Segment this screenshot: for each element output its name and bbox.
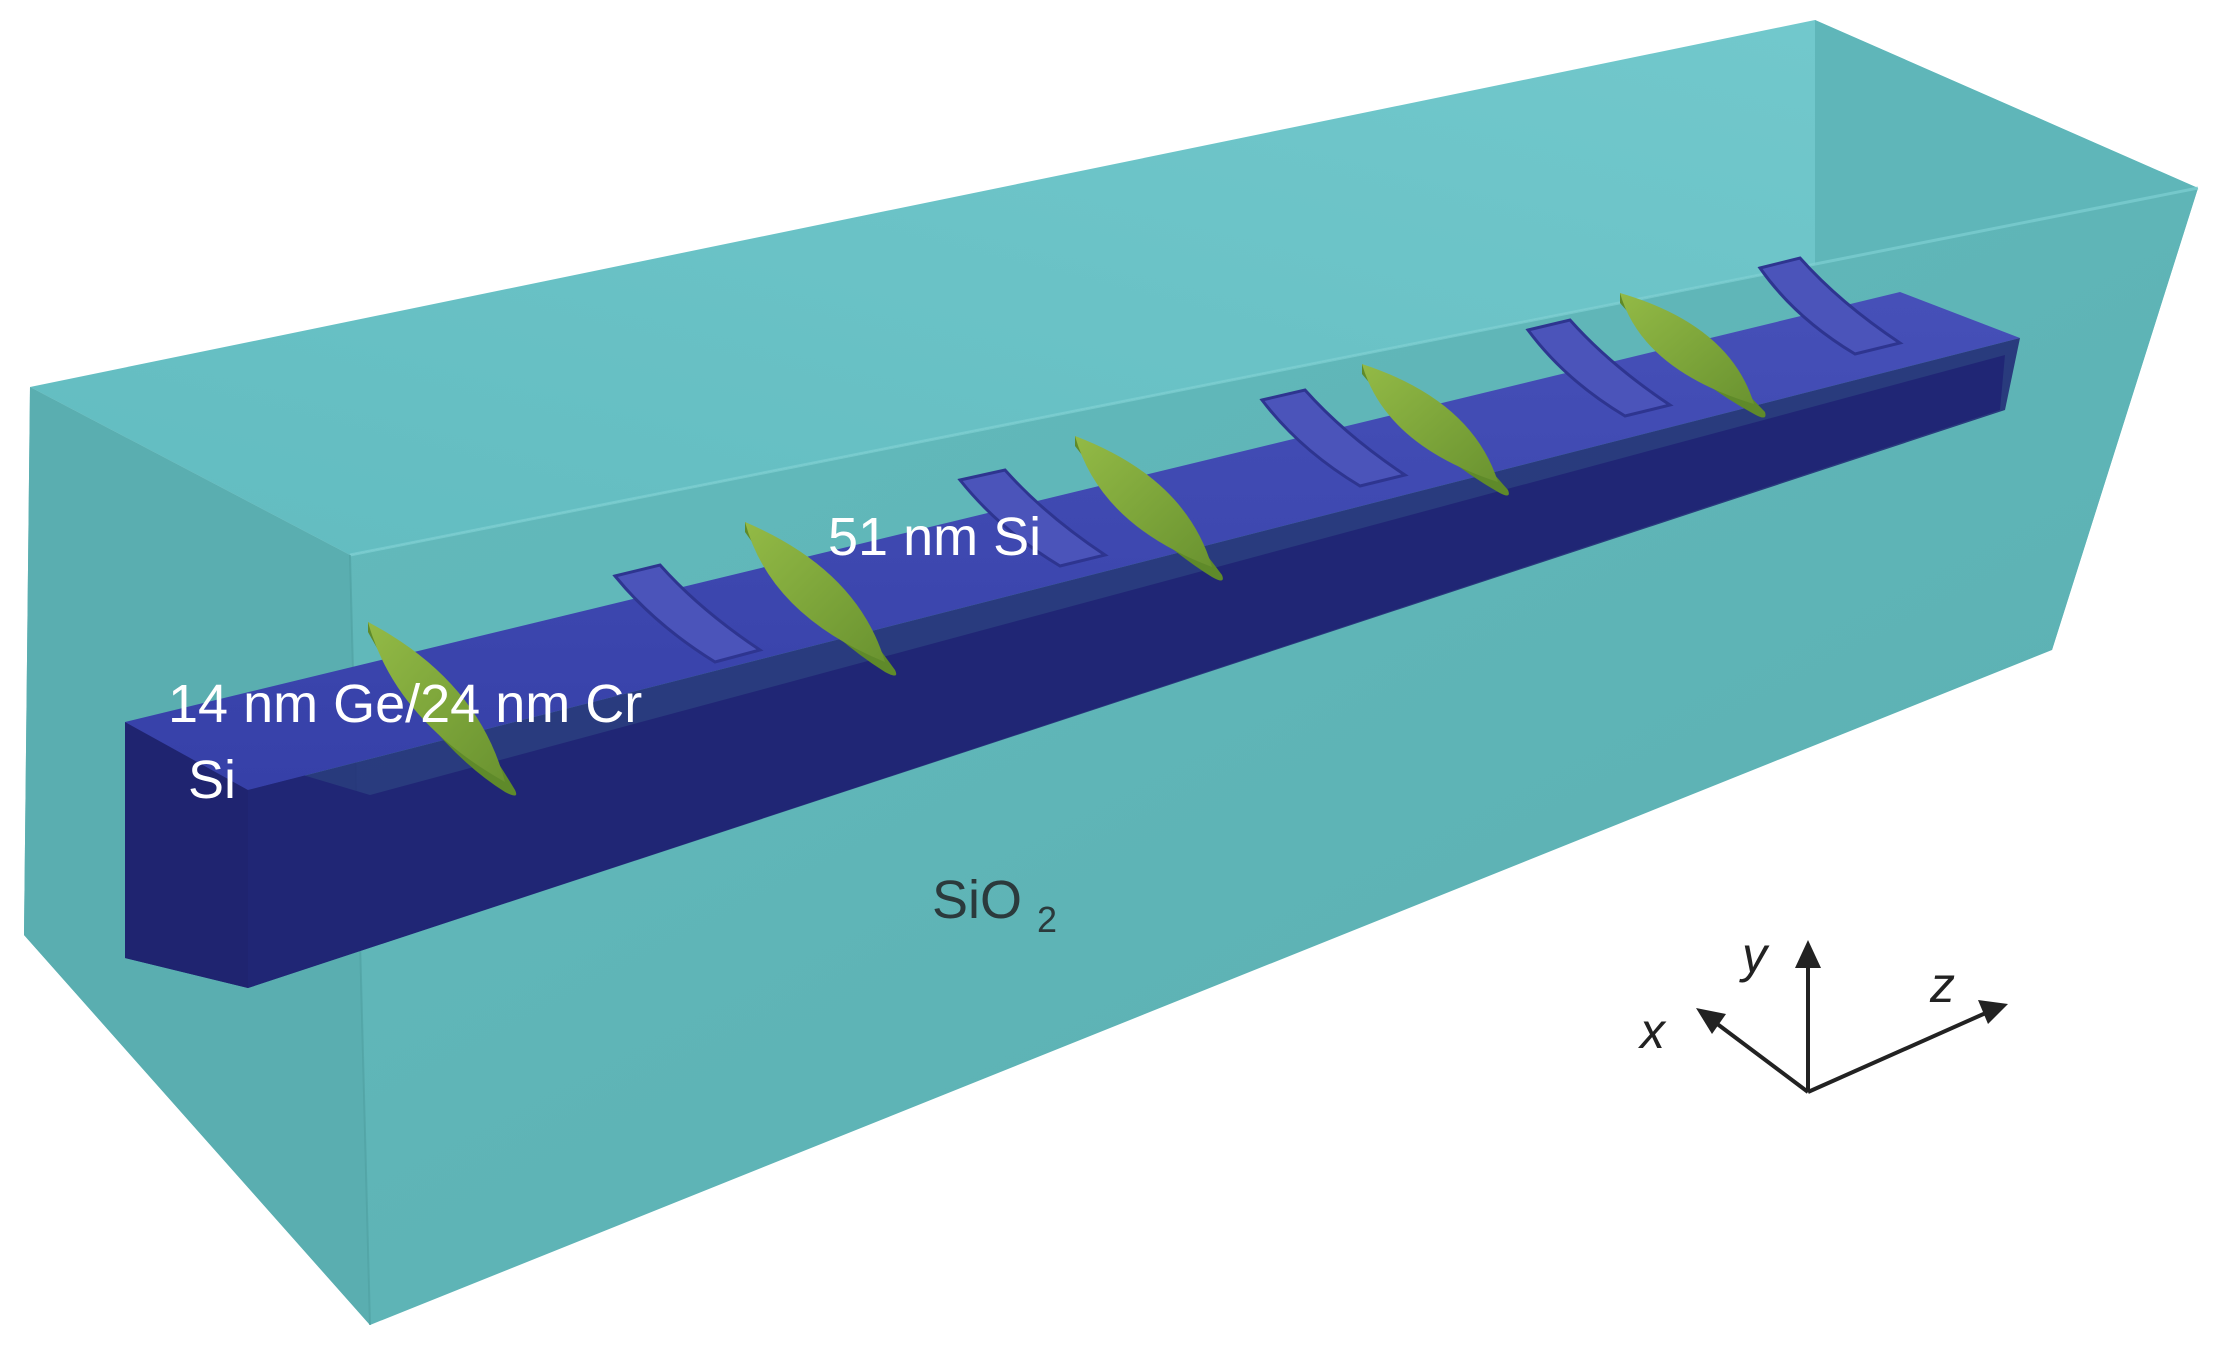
antenna xyxy=(368,622,517,796)
grating-tooth xyxy=(1757,256,1904,356)
coordinate-axes xyxy=(1696,940,2008,1094)
grating-tooth xyxy=(612,563,764,664)
label-si: Si xyxy=(188,750,236,810)
axis-label-z: z xyxy=(1929,957,1955,1013)
antenna xyxy=(1620,293,1766,418)
cladding-top-face xyxy=(30,20,2198,555)
ge-cr-antennas xyxy=(368,293,1766,796)
waveguide-end-face xyxy=(125,722,248,988)
label-sio2: SiO 2 xyxy=(932,870,1057,940)
axis-label-x: x xyxy=(1638,1003,1667,1059)
label-sio2-base: SiO xyxy=(932,870,1022,930)
label-sio2-subscript: 2 xyxy=(1037,899,1057,940)
antenna xyxy=(1362,364,1509,496)
grating-tooth xyxy=(957,468,1109,568)
antenna xyxy=(1075,436,1223,581)
axis-label-y: y xyxy=(1739,927,1770,983)
grating-tooth xyxy=(1259,388,1409,488)
grating-tooth xyxy=(1525,318,1674,418)
label-top-si: 51 nm Si xyxy=(828,507,1041,567)
grating-teeth xyxy=(612,256,1904,664)
label-ge-cr: 14 nm Ge/24 nm Cr xyxy=(168,674,642,734)
antenna xyxy=(745,522,897,676)
